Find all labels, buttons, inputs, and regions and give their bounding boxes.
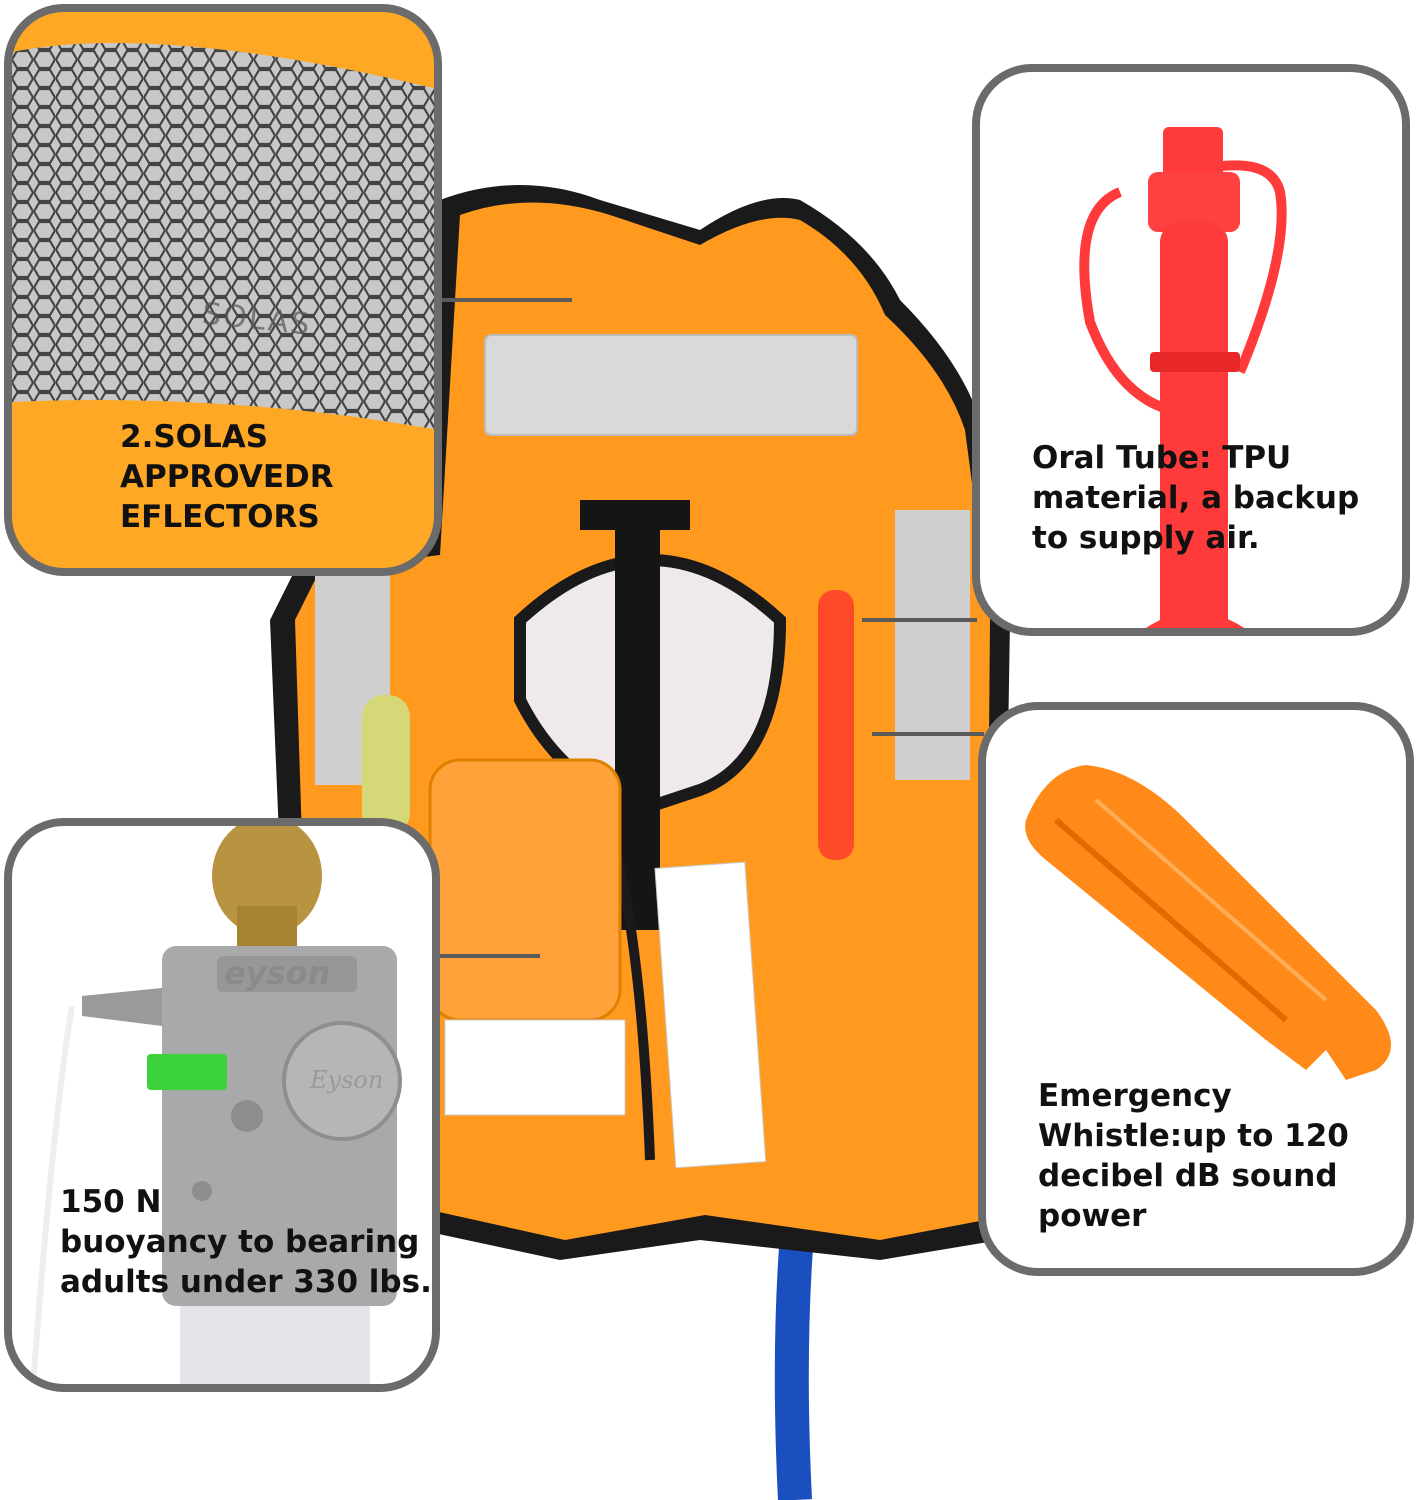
reflector-caption: 2.SOLAS APPROVEDR EFLECTORS [120,419,334,535]
oral-tube-image [1079,127,1287,628]
buoyancy-leader-line [440,954,540,958]
oral-tube-leader-line [862,618,977,622]
right-reflector-strip [895,510,970,780]
reflector-callout: SOLAS 2.SOLAS APPROVEDR EFLECTORS [4,4,442,576]
whistle-caption: Emergency Whistle:up to 120 decibel dB s… [1038,1078,1349,1234]
whistle-leader-line [872,732,984,736]
inflator-image [30,826,402,1384]
reflector-texture [12,43,434,430]
oral-tube-callout: Oral Tube: TPU material, a backup to sup… [972,64,1410,636]
whistle-callout: Emergency Whistle:up to 120 decibel dB s… [978,702,1414,1276]
oral-tube-on-vest [818,590,854,860]
vest-pocket [428,758,622,1022]
reflector-leader-line [440,298,572,302]
hang-tag [654,861,767,1169]
eyson-script: Eyson [310,1066,384,1094]
co2-cylinder [362,695,410,835]
buoyancy-caption: 150 N buoyancy to bearing adults under 3… [60,1184,432,1300]
instruction-label [444,1019,626,1116]
top-reflector-strip [484,334,858,436]
buoyancy-callout: eyson Eyson 150 N buoyancy to bearing ad… [4,818,440,1392]
oral-tube-caption: Oral Tube: TPU material, a backup to sup… [1032,440,1360,556]
eyson-brand: eyson [224,954,331,992]
whistle-image [1025,765,1391,1080]
neck-strap-top [580,500,690,530]
